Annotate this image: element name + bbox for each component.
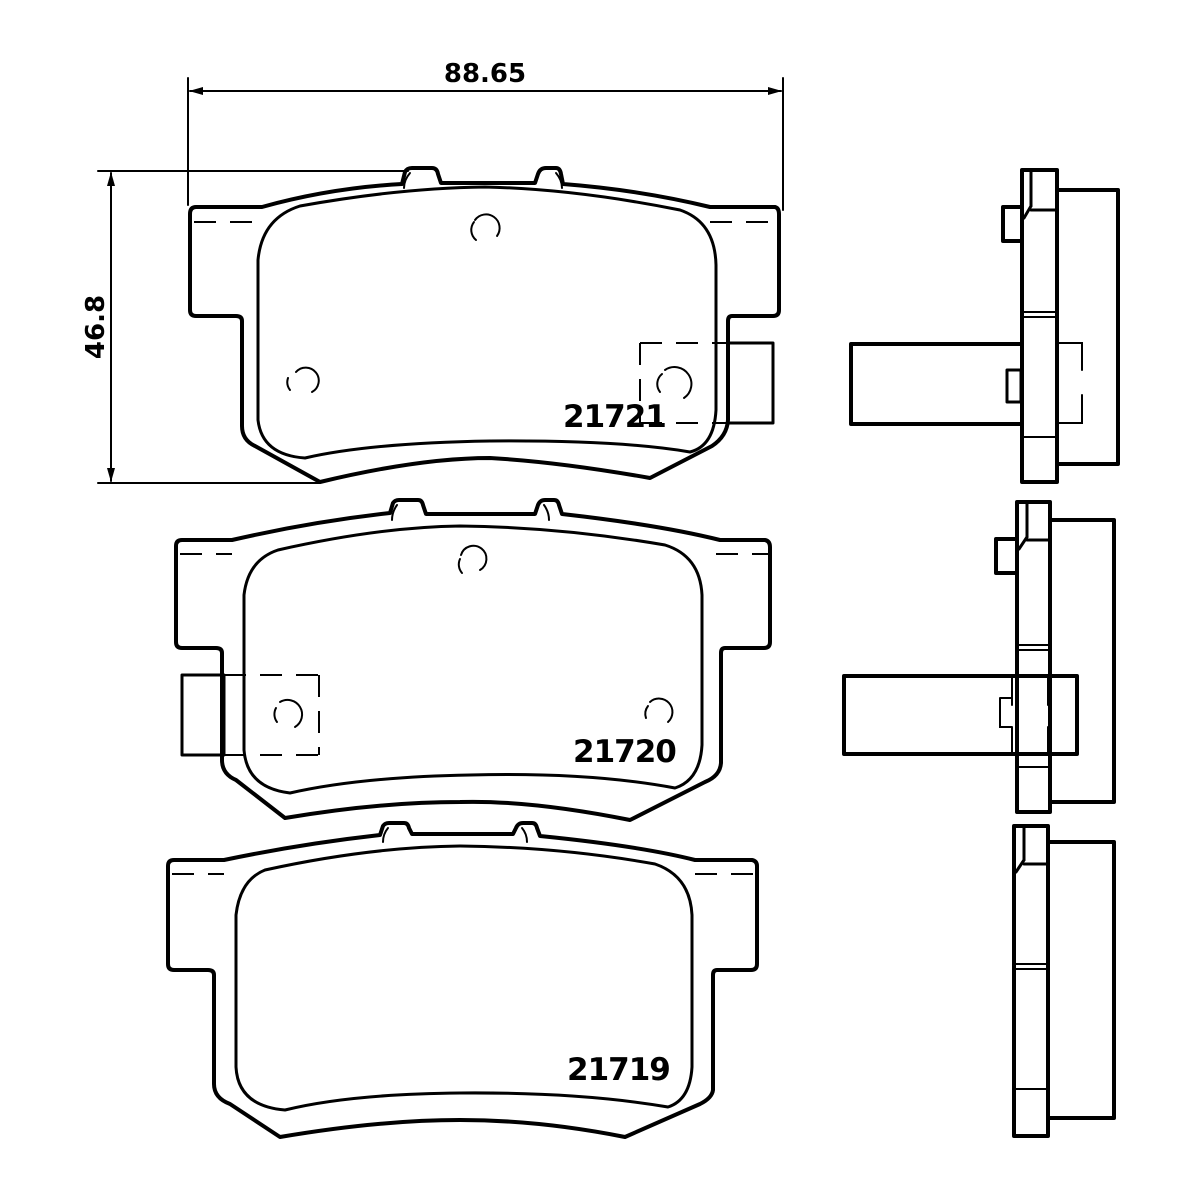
locating-pin-icon xyxy=(295,366,320,393)
backing-plate-side xyxy=(1015,500,1052,814)
tab-chamfer xyxy=(391,504,398,521)
wear-sensor-side xyxy=(849,342,1024,426)
tab-chamfer xyxy=(382,827,389,843)
tab-chamfer xyxy=(543,504,550,521)
sensor-hidden-outline xyxy=(1056,342,1083,424)
locating-pin-icon xyxy=(656,373,663,393)
pad-front-view-21720: 21720 xyxy=(174,498,772,822)
part-number-label: 21719 xyxy=(567,1052,670,1088)
chamfer-line xyxy=(1022,204,1033,220)
locating-pin-icon xyxy=(286,377,291,391)
friction-material-side xyxy=(1048,518,1116,804)
backing-plate-side xyxy=(1020,168,1059,484)
side-view-21721 xyxy=(849,168,1120,484)
sensor-clip-tab xyxy=(1005,368,1023,404)
locating-pin-icon xyxy=(470,221,477,241)
pad-front-view-21719: 21719 xyxy=(166,821,759,1139)
backing-plate-outline xyxy=(166,821,759,1139)
friction-material-outline xyxy=(242,524,704,795)
wear-sensor-body xyxy=(180,673,226,757)
locating-pin-icon xyxy=(457,558,463,574)
sensor-hidden-outline xyxy=(999,677,1049,753)
wear-sensor-clip xyxy=(180,673,320,757)
shim-clip xyxy=(1001,205,1024,243)
wear-sensor-side xyxy=(842,674,1079,756)
backing-plate-outline xyxy=(188,166,781,484)
friction-material-side xyxy=(1055,188,1120,466)
backing-plate-outline xyxy=(174,498,772,822)
shim-clip xyxy=(994,537,1019,575)
wear-sensor-clip xyxy=(639,341,775,425)
part-number-label: 21721 xyxy=(563,399,666,435)
width-dimension: 88.65 xyxy=(187,59,784,211)
wear-sensor-hidden-outline xyxy=(224,674,320,756)
height-dimension: 46.8 xyxy=(81,170,409,484)
width-dimension-label: 88.65 xyxy=(444,59,526,89)
tab-chamfer xyxy=(403,172,411,189)
pad-front-view-21721: 21721 xyxy=(188,166,781,484)
locating-pin-icon xyxy=(664,366,693,399)
locating-pin-icon xyxy=(649,697,674,723)
part-number-label: 21720 xyxy=(573,734,676,770)
locating-pin-icon xyxy=(644,705,649,719)
locating-pin-icon xyxy=(273,707,278,723)
tab-chamfer xyxy=(555,172,563,189)
wear-sensor-hidden-outline xyxy=(639,342,728,424)
side-view-21720 xyxy=(842,500,1116,814)
chamfer-line xyxy=(1017,535,1029,551)
friction-material-side xyxy=(1046,840,1116,1120)
side-view-21719 xyxy=(1012,824,1116,1138)
friction-material-outline xyxy=(256,185,718,460)
locating-pin-icon xyxy=(460,544,488,571)
chamfer-line xyxy=(1014,858,1026,874)
locating-pin-icon xyxy=(474,213,501,237)
tab-chamfer xyxy=(521,827,528,843)
locating-pin-icon xyxy=(279,698,304,728)
friction-material-outline xyxy=(234,844,694,1112)
wear-sensor-body xyxy=(726,341,775,425)
height-dimension-label: 46.8 xyxy=(81,295,111,359)
